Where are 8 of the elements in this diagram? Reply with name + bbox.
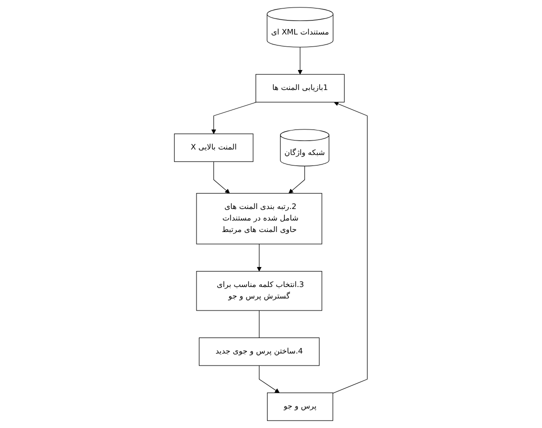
arrow xyxy=(288,166,306,194)
arrow xyxy=(259,365,280,394)
arrow xyxy=(212,102,257,134)
arrow xyxy=(257,244,262,272)
arrow xyxy=(332,102,368,394)
arrow xyxy=(298,46,303,75)
arrow xyxy=(214,161,230,194)
connector xyxy=(259,310,260,338)
